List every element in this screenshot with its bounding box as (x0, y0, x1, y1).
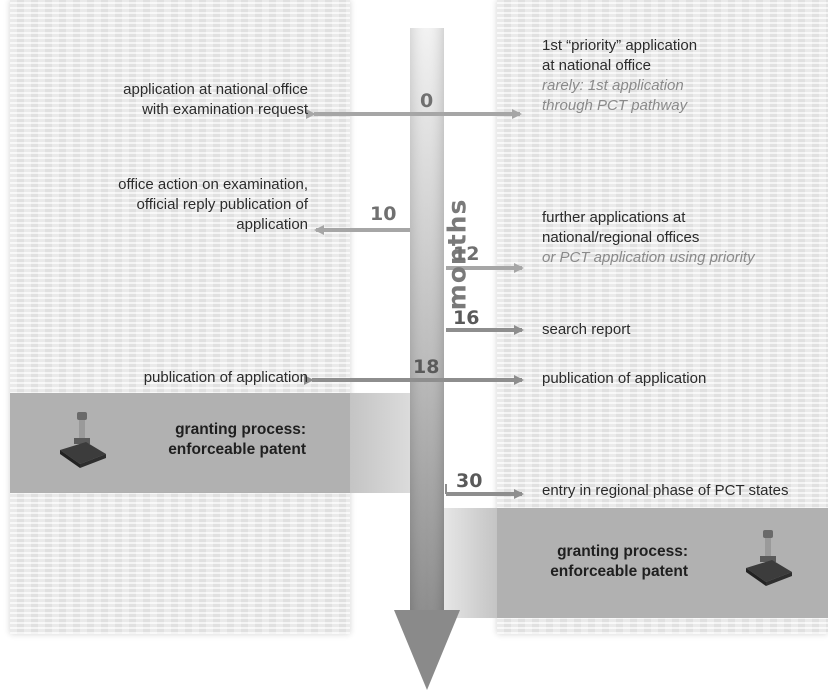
month-10-label: 10 (370, 203, 397, 225)
month-30-label: 30 (456, 470, 483, 492)
right-month-30-text: entry in regional phase of PCT states (542, 482, 789, 499)
month-18-label: 18 (413, 356, 440, 378)
granting-band-left (10, 393, 350, 493)
right-month-12-text: further applications at national/regiona… (542, 209, 755, 266)
stamp-icon (60, 412, 106, 468)
stamp-icon (746, 530, 792, 586)
right-month-16-text: search report (542, 321, 631, 338)
timeline-axis-head (394, 610, 460, 690)
month-12-label: 12 (453, 243, 480, 265)
right-month-0-text: 1st “priority” application at national o… (542, 37, 698, 114)
left-month-18-text: publication of application (143, 369, 308, 386)
granting-right-text: granting process: enforceable patent (550, 543, 688, 580)
granting-left-text: granting process: enforceable patent (168, 421, 306, 458)
month-0-label: 0 (420, 90, 434, 112)
left-panel (10, 0, 350, 634)
left-month-10-text: office action on examination, official r… (118, 176, 308, 233)
right-month-18-text: publication of application (542, 370, 707, 387)
granting-band-right-extension (444, 508, 497, 618)
left-month-0-text: application at national office with exam… (123, 81, 308, 118)
month-16-label: 16 (453, 307, 480, 329)
granting-band-left-extension (350, 393, 412, 493)
